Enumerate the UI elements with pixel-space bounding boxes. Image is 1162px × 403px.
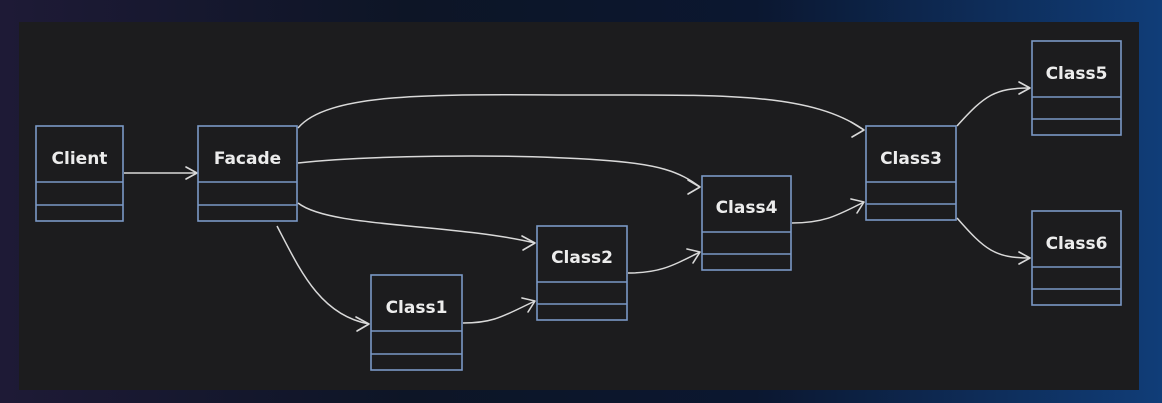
class-box-class6-label: Class6	[1046, 234, 1108, 254]
class-box-class3: Class3	[865, 125, 957, 221]
diagram-edges	[124, 81, 1031, 332]
edge-facade-class4-arrowhead	[687, 179, 701, 195]
edge-facade-class2-arrowhead	[521, 235, 536, 251]
edge-class3-class6-arrowhead	[1018, 251, 1031, 265]
diagram-canvas	[19, 22, 1139, 390]
class-box-client-label: Client	[52, 149, 108, 169]
class-box-class1-label: Class1	[386, 298, 448, 318]
edge-class1-class2-arrowhead	[521, 297, 536, 313]
class-box-class4-label: Class4	[716, 198, 778, 218]
edge-class4-class3	[791, 201, 865, 224]
diagram-nodes: Client Facade Class1 Class2 Class4	[35, 40, 1122, 371]
edge-class3-class5-arrowhead	[1018, 81, 1031, 95]
edge-facade-class3	[297, 94, 865, 131]
class-box-class2: Class2	[536, 225, 628, 321]
class-box-class2-label: Class2	[551, 248, 613, 268]
edge-class3-class5	[956, 87, 1031, 127]
edge-facade-class1-arrowhead	[355, 316, 370, 332]
edge-facade-class4	[297, 155, 701, 188]
edge-class2-class4-arrowhead	[686, 248, 701, 264]
edge-class1-class2	[462, 300, 536, 324]
class-box-class3-label: Class3	[880, 149, 942, 169]
class-box-facade-label: Facade	[214, 149, 281, 169]
class-box-class4: Class4	[701, 175, 792, 271]
edge-client-facade-arrowhead	[185, 166, 198, 180]
edge-class3-class6	[956, 217, 1031, 259]
class-box-class5-label: Class5	[1046, 64, 1108, 84]
edge-class4-class3-arrowhead	[850, 198, 865, 214]
class-box-facade: Facade	[197, 125, 298, 222]
class-box-class5: Class5	[1031, 40, 1122, 136]
class-box-class6: Class6	[1031, 210, 1122, 306]
class-box-class1: Class1	[370, 274, 463, 371]
edge-facade-class3-arrowhead	[850, 121, 865, 138]
edge-facade-class1	[276, 225, 370, 325]
edge-class2-class4	[627, 251, 701, 274]
edge-facade-class2	[297, 202, 536, 244]
class-box-client: Client	[35, 125, 124, 222]
